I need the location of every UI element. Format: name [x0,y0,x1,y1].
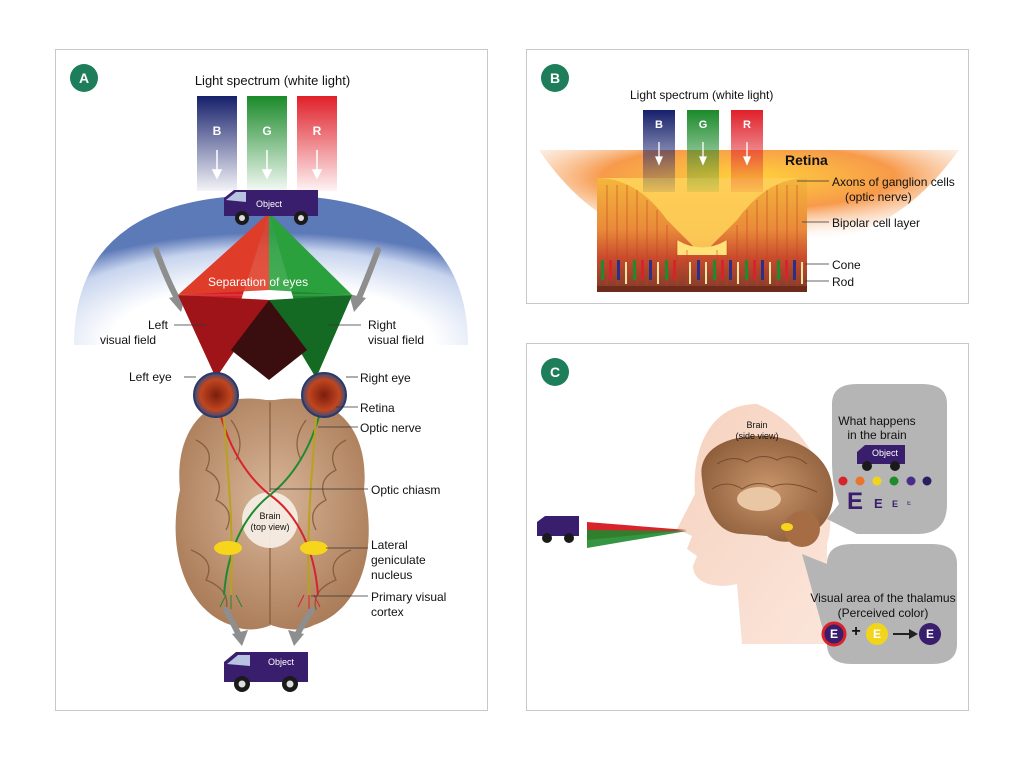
panel-b-illustration [539,110,959,292]
panel-a: A Light spectrum (white light) [55,49,488,711]
object-top-label: Object [256,199,283,209]
left-eye [193,372,239,418]
panel-c-illustration [537,384,957,664]
lgn-label-3: nucleus [371,568,413,582]
right-field-label-2: visual field [368,333,425,347]
bipolar-label: Bipolar cell layer [832,216,921,230]
eq-letter-2: E [872,627,881,641]
beam-g-label: G [262,124,272,138]
retina-label: Retina [360,401,395,415]
letter-e-1: E [847,488,864,515]
green-beam-c [587,530,687,548]
panel-a-spectrum-title: Light spectrum (white light) [194,73,351,88]
left-field-label-1: Left [147,318,168,332]
brain-label-2: (top view) [250,522,290,532]
panel-b-badge: B [541,64,569,92]
object-van-c [537,516,579,543]
panel-b: B Light spectrum (white light) [526,49,969,304]
brain-label-1: Brain [259,511,281,521]
purple-circle [919,623,941,645]
visual-area-1: Visual area of the thalamus [810,591,956,605]
color-dots [838,476,932,486]
letter-e-4: E [907,501,912,507]
cortex-label-1: Primary visual [371,590,447,604]
retina-title: Retina [785,152,828,168]
lgn-label-2: geniculate [371,553,426,567]
cortex-label-2: cortex [371,605,404,619]
beam-b-label: B [212,124,222,138]
red-green-circle [821,621,847,647]
right-eye [301,372,347,418]
left-eye-label: Left eye [129,370,172,384]
brain-side-label-1: Brain [746,420,768,430]
panel-c: C [526,343,969,711]
what-happens-2: in the brain [847,428,907,442]
object-bubble-label: Object [872,448,899,458]
right-field-label-1: Right [368,318,397,332]
axons-label-2: (optic nerve) [845,190,912,204]
lgn-label-1: Lateral [371,538,408,552]
optic-nerve-label: Optic nerve [360,421,422,435]
beam-r-label: R [312,124,322,138]
object-bottom-label: Object [268,657,295,667]
rod-label: Rod [832,275,855,289]
letter-e-3: E [892,499,899,509]
separation-label: Separation of eyes [208,275,309,289]
yellow-circle [866,623,888,645]
right-eye-label: Right eye [360,371,411,385]
panel-b-spectrum-title: Light spectrum (white light) [630,88,774,102]
plus-sign: + [851,623,861,640]
eq-letter-3: E [925,627,934,641]
visual-area-2: (Perceived color) [837,606,929,620]
axons-label-1: Axons of ganglion cells [832,175,955,189]
photoreceptor-row [601,260,803,284]
letter-e-2: E [874,496,883,511]
panel-a-badge: A [70,64,98,92]
beam-b-label-b: B [655,119,663,131]
beam-r-label-b: R [743,119,751,131]
left-field-label-2: visual field [100,333,157,347]
brain-side-label-2: (side view) [735,431,779,441]
what-happens-1: What happens [838,414,916,428]
object-van-bottom [224,652,308,692]
beam-g-label-b: G [698,119,708,131]
cone-label: Cone [832,258,861,272]
object-van-top [224,190,318,225]
eq-letter-1: E [829,627,838,641]
panel-c-badge: C [541,358,569,386]
panel-a-illustration [74,96,468,692]
optic-chiasm-label: Optic chiasm [371,483,441,497]
